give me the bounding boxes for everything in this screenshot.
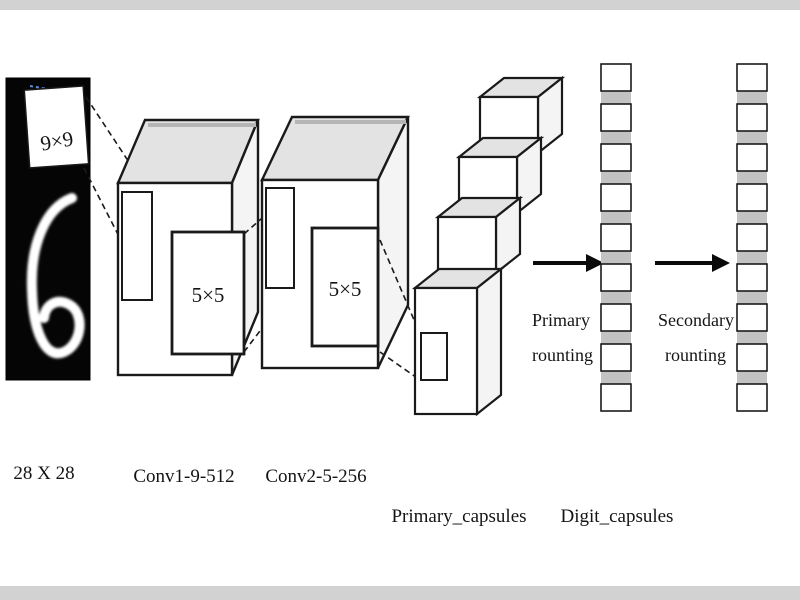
secondary-routing-label-line1: Secondary (658, 310, 734, 330)
handwritten-digit (26, 193, 85, 359)
conv2-kernel-label: 5×5 (329, 277, 362, 301)
conv1-kernel-label: 5×5 (192, 283, 225, 307)
input-kernel-label: 9×9 (39, 126, 76, 155)
conv2-layer (260, 115, 410, 370)
conv2-small-window (265, 187, 295, 289)
primary-capsules-label: Primary_capsules (391, 506, 526, 527)
bottom-frame-strip (0, 586, 800, 600)
conv1-layer (116, 118, 260, 377)
secondary-routing-label-line2: rounting (665, 345, 726, 365)
digit-capsules-label: Digit_capsules (561, 506, 674, 527)
capsule-cube (434, 195, 524, 276)
conv2-label: Conv2-5-256 (265, 466, 366, 487)
conv1-kernel-box (170, 230, 246, 356)
arrowhead (712, 254, 730, 272)
secondary-routing-arrow (655, 254, 730, 272)
input-size-label: 28 X 28 (13, 463, 74, 484)
digit-capsules-column (600, 63, 632, 412)
conv1-small-window (121, 191, 153, 301)
top-frame-strip (0, 0, 800, 10)
capsule-cube (411, 266, 505, 417)
primary-routing-arrow (533, 254, 604, 272)
primary-routing-label-line2: rounting (532, 345, 593, 365)
primary-routing-label-line1: Primary (532, 310, 590, 330)
capsule-small-window (420, 332, 448, 381)
input-image: 9×9 (5, 77, 91, 381)
conv2-kernel-box (310, 226, 380, 348)
output-capsules-column (736, 63, 768, 412)
primary-capsules (411, 75, 566, 417)
receptive-field-lines-conv2-capsules (379, 239, 421, 381)
arrowhead (586, 254, 604, 272)
conv1-label: Conv1-9-512 (133, 466, 234, 487)
input-kernel-box (23, 85, 90, 169)
